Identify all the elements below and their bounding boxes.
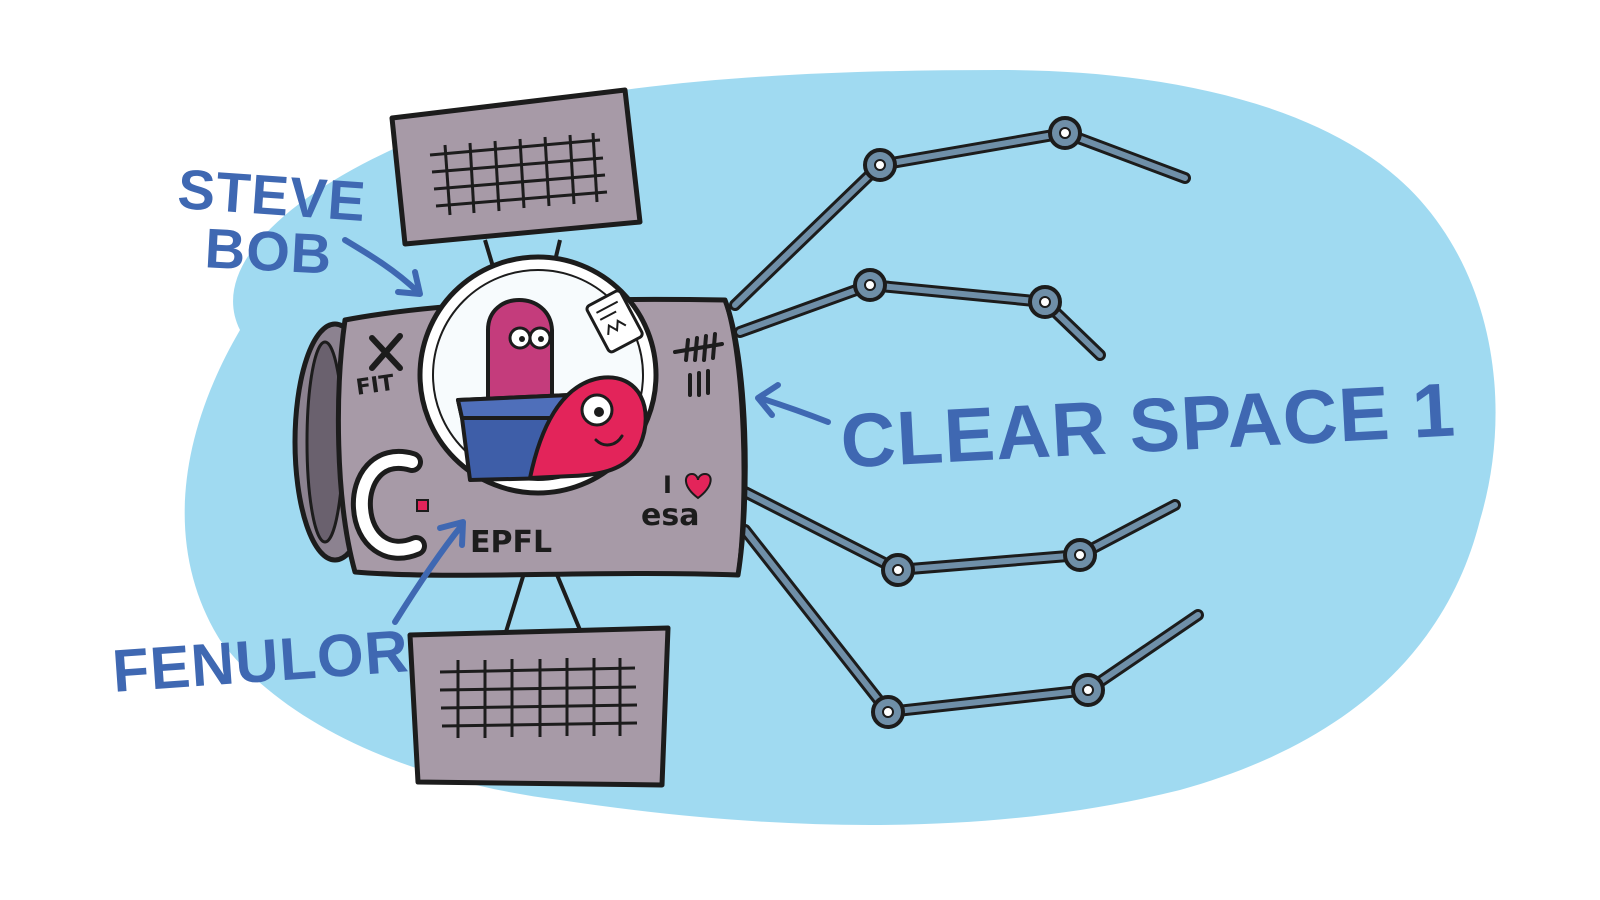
robot-arms [729,116,1204,729]
fenulor-character [528,375,648,480]
arrow-icon [392,519,466,625]
arrow-icon [755,382,831,425]
bottom-solar-panel [407,569,671,788]
esa-text: esa [641,498,699,533]
tally-marks-icon [673,332,724,397]
heart-icon [685,472,712,500]
steve-bob-character [486,298,554,423]
robot-arm-4 [739,524,1204,729]
fit-logo-text: FIT [354,371,395,401]
label-steve: STEVE [176,157,369,233]
i-love-esa-sticker: I esa [641,471,712,533]
top-solar-panel [389,87,643,291]
esa-i-text: I [663,471,672,499]
fit-cross-icon [369,333,403,371]
robot-arm-1 [729,116,1191,311]
robot-arm-2 [734,268,1106,361]
c-logo-icon [350,449,429,561]
label-bob: BOB [203,216,334,286]
arrow-icon [342,237,423,297]
epfl-text: EPFL [470,525,552,560]
steve-bob-label: STEVE BOB [176,157,423,297]
note-sticker [585,289,644,354]
robot-arm-3 [739,486,1181,587]
